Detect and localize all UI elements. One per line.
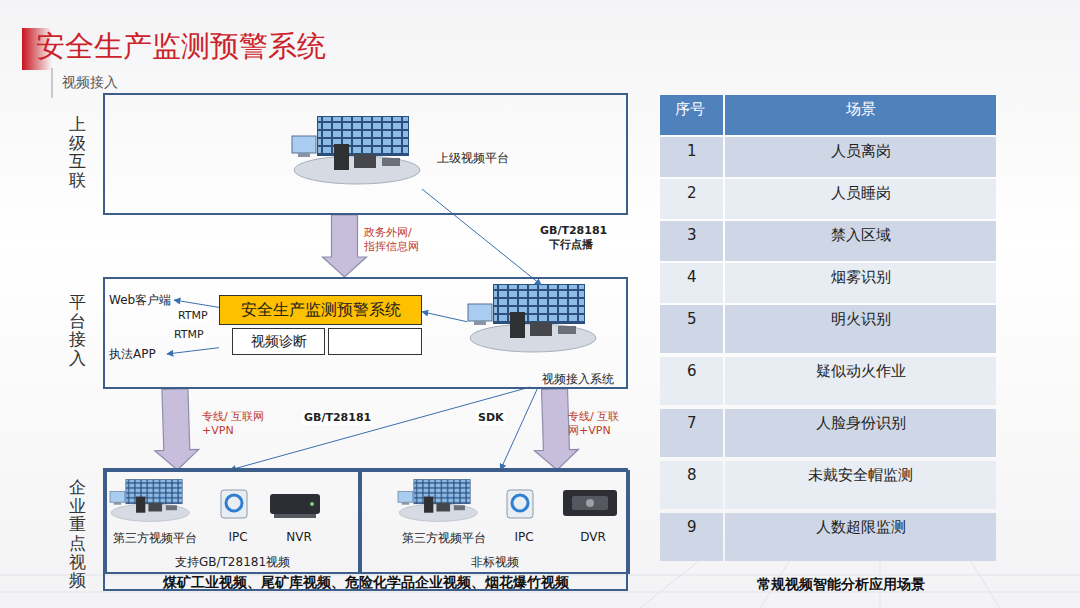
connector-label: RTMP <box>172 328 206 342</box>
node-text: NVR <box>270 530 328 544</box>
client-node: Web客户端 <box>109 291 174 309</box>
table-cell: 未戴安全帽监测 <box>725 461 996 509</box>
table-cell: 2 <box>660 179 723 219</box>
device-node: 第三方视频平台 <box>396 480 492 544</box>
node-text: 第三方视频平台 <box>396 530 492 547</box>
connector-arrow <box>500 387 538 470</box>
node-text: 视频诊断 <box>233 329 324 354</box>
client-node: 执法APP <box>109 345 167 363</box>
table-cell: 禁入区域 <box>725 221 996 261</box>
connector-arrow <box>230 387 530 470</box>
block-arrow <box>155 389 199 470</box>
connector-label: GB/T28181 <box>302 411 373 425</box>
node-text: 非标视频 <box>362 554 628 571</box>
node-text: 企业重点视频 <box>69 478 86 590</box>
connector-arrow <box>422 312 467 322</box>
table-cell: 5 <box>660 305 723 353</box>
ipc-icon <box>221 490 247 518</box>
node-text: Web客户端 <box>109 292 171 309</box>
table-header: 场景 <box>725 95 996 135</box>
band-box: 上级互联上级视频平台 <box>103 93 628 215</box>
table-cell: 人脸身份识别 <box>725 409 996 457</box>
table-cell: 4 <box>660 263 723 303</box>
node-text: 安全生产监测预警系统 <box>219 295 422 325</box>
node-text: IPC <box>220 530 256 544</box>
platform-node: 上级视频平台 <box>287 114 537 189</box>
table-cell: 6 <box>660 357 723 405</box>
table-cell: 明火识别 <box>725 305 996 353</box>
node-text: DVR <box>562 530 624 544</box>
node-text: 执法APP <box>109 346 156 363</box>
table-header: 序号 <box>660 95 723 135</box>
block-arrow <box>323 215 367 277</box>
table-cell: 人员睡岗 <box>725 179 996 219</box>
table-cell: 3 <box>660 221 723 261</box>
device-node: 第三方视频平台 <box>110 480 200 544</box>
node-text: IPC <box>506 530 542 544</box>
ipc-icon <box>507 490 533 518</box>
floor-grid <box>0 560 1080 608</box>
node-text: 第三方视频平台 <box>110 530 200 547</box>
device-node: IPC <box>506 488 542 544</box>
table-cell: 人员离岗 <box>725 137 996 177</box>
connector-label: 政务外网/ 指挥信息网 <box>364 226 424 254</box>
process-box: 视频诊断 <box>232 328 325 355</box>
system-box: 安全生产监测预警系统视频诊断 <box>219 295 422 357</box>
node-text: 煤矿工业视频、尾矿库视频、危险化学品企业视频、烟花爆竹视频 <box>105 574 626 592</box>
nvr-icon <box>270 494 320 518</box>
group-box: 支持GB/T28181视频第三方视频平台 IPC NVR <box>105 470 360 574</box>
table-cell: 8 <box>660 461 723 509</box>
table-caption: 常规视频智能分析应用场景 <box>757 576 925 594</box>
table-cell: 疑似动火作业 <box>725 357 996 405</box>
device-node: DVR <box>562 488 624 544</box>
node-text: 上级互联 <box>69 115 86 190</box>
subtitle: 视频接入 <box>62 74 118 92</box>
group-box: 非标视频 第三方视频平台 IPC DVR <box>360 470 630 574</box>
third-party-platform-illustration <box>398 479 477 521</box>
page-title: 安全生产监测预警系统 <box>36 27 326 67</box>
connector-label: 专线/ 互联网+VPN <box>202 410 268 438</box>
node-text: 上级视频平台 <box>437 150 509 167</box>
device-node: NVR <box>270 488 328 544</box>
table-cell: 人数超限监测 <box>725 513 996 561</box>
table-cell: 7 <box>660 409 723 457</box>
connector-label: RTMP <box>176 309 210 323</box>
connector-label: 专线/ 互联网+VPN <box>568 410 626 438</box>
connector-arrow <box>422 189 541 285</box>
blank-panel <box>328 328 422 355</box>
table-cell: 1 <box>660 137 723 177</box>
dvr-icon <box>563 490 617 516</box>
third-party-platform-illustration <box>110 479 189 521</box>
connector-arrow <box>174 300 219 307</box>
platform-node: 视频接入系统 <box>467 285 625 387</box>
access-system-illustration <box>468 284 596 352</box>
node-text: 平台接入 <box>69 293 86 368</box>
connector-label: SDK <box>476 411 506 425</box>
node-text: 视频接入系统 <box>542 371 614 388</box>
table-cell: 烟雾识别 <box>725 263 996 303</box>
accent-line <box>52 68 53 98</box>
upper-platform-illustration <box>292 116 420 184</box>
node-text: 支持GB/T28181视频 <box>107 554 358 571</box>
table-cell: 9 <box>660 513 723 561</box>
device-node: IPC <box>220 488 256 544</box>
connector-label: GB/T28181 下行点播 <box>538 224 604 252</box>
connector-arrow <box>167 348 219 354</box>
band-box: 企业重点视频煤矿工业视频、尾矿库视频、危险化学品企业视频、烟花爆竹视频支持GB/… <box>103 468 628 591</box>
